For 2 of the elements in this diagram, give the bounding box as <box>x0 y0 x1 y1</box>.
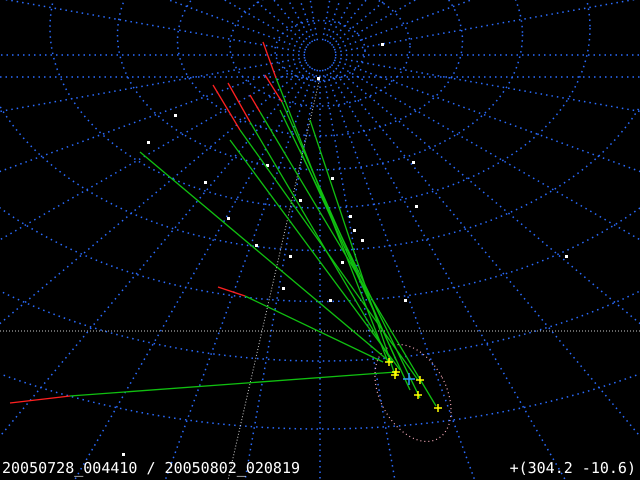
coordinate-label: +(304.2 -10.6) <box>510 459 636 477</box>
timestamp-label: 20050728_004410 / 20050802_020819 <box>2 459 300 477</box>
